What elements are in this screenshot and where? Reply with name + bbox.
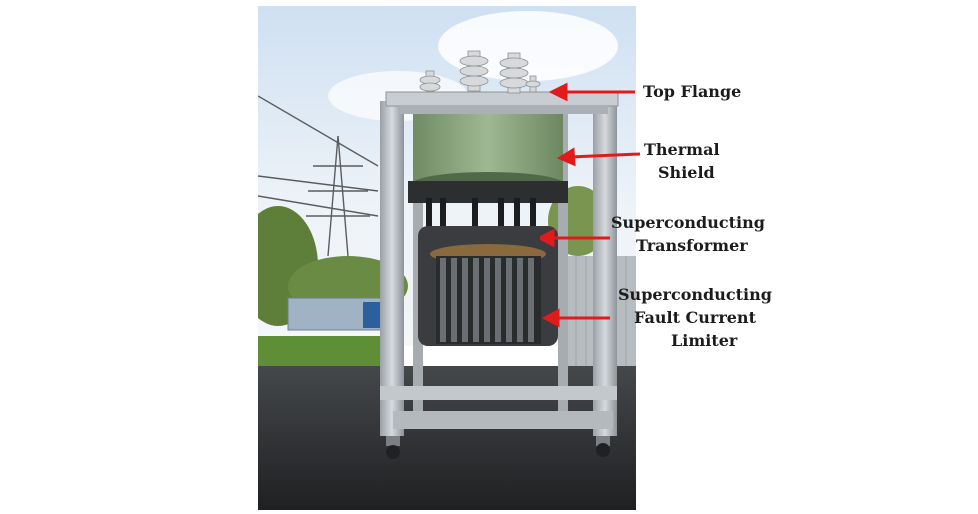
frame-bottom-bar [380, 386, 617, 400]
label-fcl-line3: Limiter [671, 331, 738, 350]
shipping-container-blue [363, 302, 383, 328]
arrow-top-flange [548, 82, 635, 102]
arrow-fault-current-limiter [541, 308, 610, 328]
label-transformer-line1: Superconducting [611, 213, 765, 232]
grass [258, 336, 388, 366]
label-transformer-line2: Transformer [636, 236, 748, 255]
arrow-thermal-shield [556, 147, 640, 167]
label-fcl-line1: Superconducting [618, 285, 772, 304]
equipment-photo [258, 6, 636, 510]
caster-wheel [596, 436, 610, 457]
fault-current-limiter [436, 256, 541, 344]
power-pylon [258, 95, 379, 257]
label-fcl-line2: Fault Current [634, 308, 756, 327]
callout-arrows [540, 82, 640, 328]
bushing-insulators [419, 50, 541, 94]
label-thermal-shield-line1: Thermal [644, 140, 720, 159]
frame-bottom-bar [393, 411, 613, 429]
frame-post-front [380, 101, 404, 436]
caster-wheel [386, 436, 400, 459]
arrow-transformer [540, 228, 610, 248]
label-thermal-shield-line2: Shield [658, 163, 715, 182]
frame-post-back [558, 111, 568, 411]
label-top-flange: Top Flange [643, 82, 742, 101]
